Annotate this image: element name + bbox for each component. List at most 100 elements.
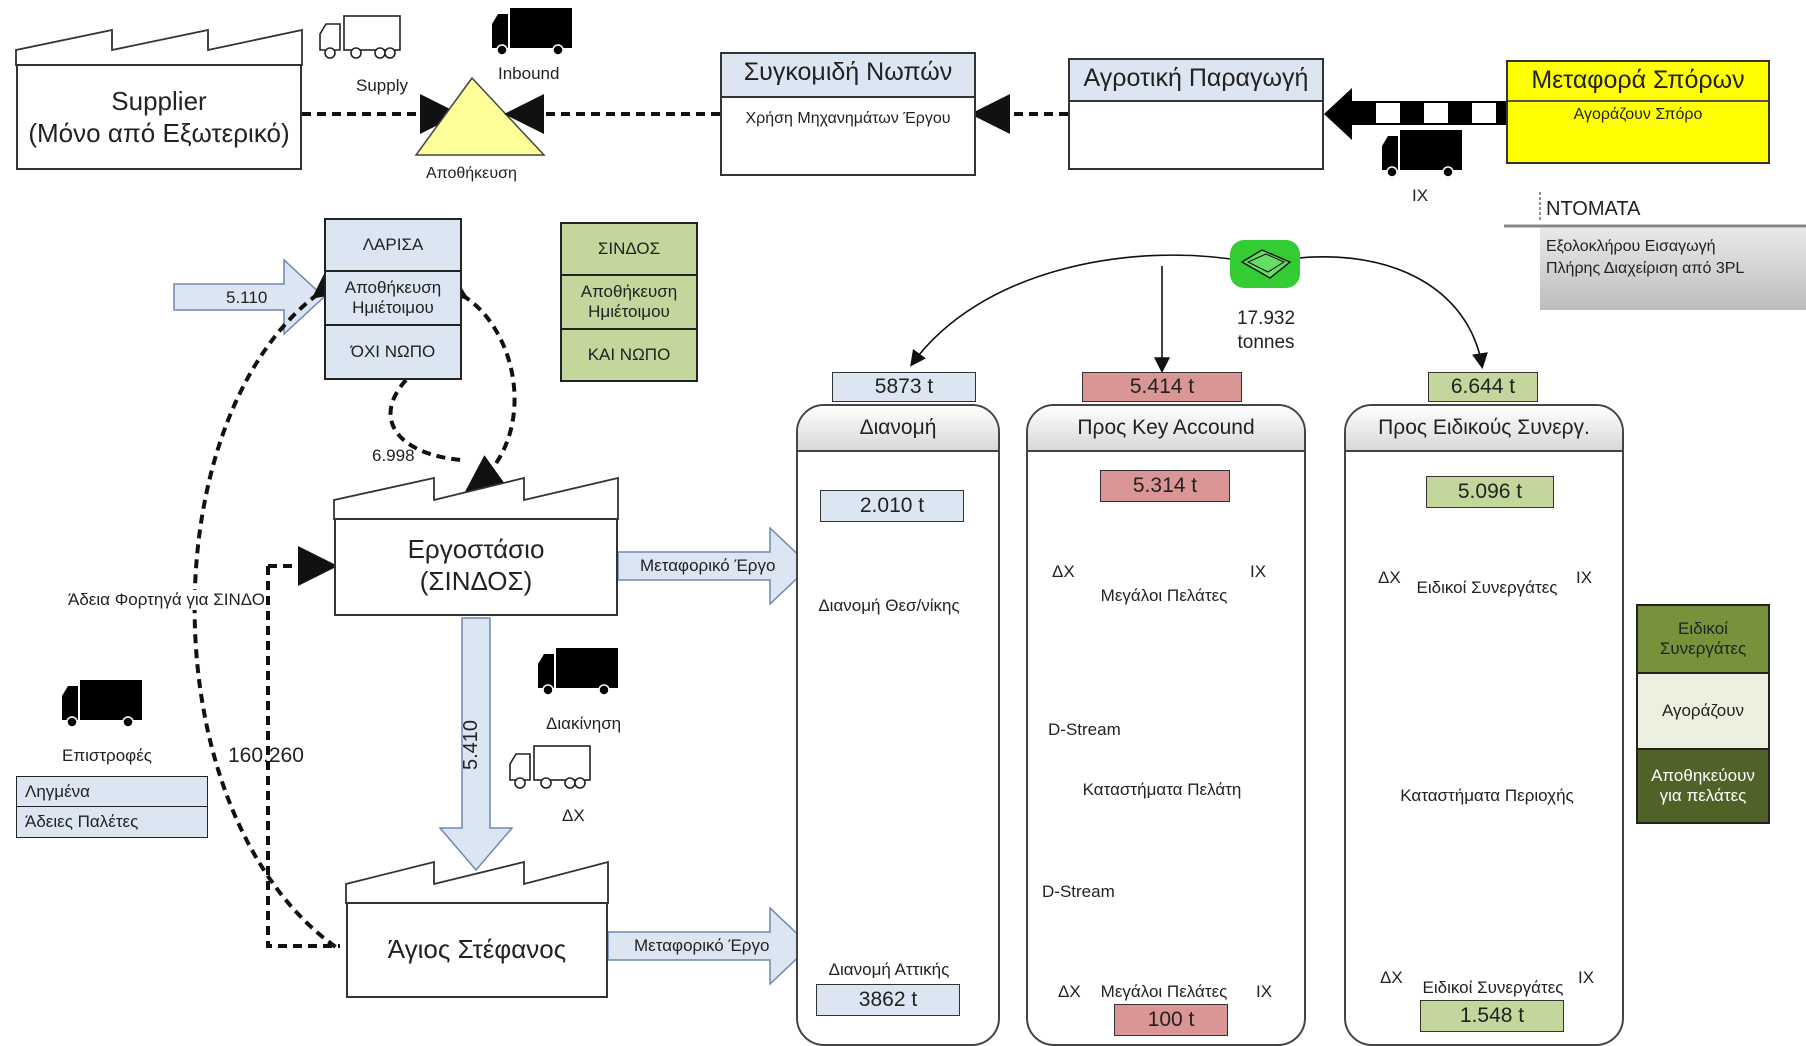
returns-label: Επιστροφές [62, 746, 152, 765]
key-dx-lower: ΔΧ [1058, 982, 1081, 1001]
special-stores-label: Καταστήματα Περιοχής [1400, 786, 1574, 805]
hub-arc-left [910, 254, 1251, 367]
factory-box [334, 518, 618, 616]
special-lower-amount: 1.548 t [1420, 1000, 1564, 1032]
factory-subtitle: (ΣΙΝΔΟΣ) [419, 566, 533, 596]
ix-top-label: ΙΧ [1412, 186, 1429, 205]
flow-160260-label: 160.260 [228, 744, 304, 767]
distribution-title: Διανομή [798, 406, 998, 452]
arrow-5110 [173, 258, 326, 336]
key-dstream-lower: D-Stream [1042, 882, 1115, 901]
seeds-subtitle: Αγοράζουν Σπόρο [1573, 106, 1703, 123]
key-dx-upper: ΔΧ [1052, 562, 1075, 581]
seeds-title: Μεταφορά Σπόρων [1531, 66, 1745, 94]
empty-trucks-path [266, 566, 340, 948]
empty-loads-label: Άδεια Φορτηγά για ΣΙΝΔΟ [68, 590, 265, 610]
curve-160260 [192, 258, 356, 952]
agios-transport-label: Μεταφορικό Έργο [634, 936, 770, 955]
storage-label-top: Αποθήκευση [426, 165, 517, 182]
inbound-label: Inbound [498, 64, 560, 83]
dx-left-label: ΔΧ [562, 806, 585, 825]
harvest-subtitle: Χρήση Μηχανημάτων Έργου [745, 110, 951, 127]
larisa-storage: Αποθήκευση Ημιέτοιμου [324, 270, 462, 326]
factory-roof [333, 476, 619, 520]
special-title: Προς Ειδικούς Συνεργ. [1346, 406, 1622, 452]
hub-icon [1230, 240, 1300, 288]
supply-label: Supply [356, 76, 408, 95]
attica-amount: 3862 t [816, 984, 960, 1016]
key-account-panel: Προς Key Accound [1026, 404, 1306, 1046]
empty-pallets-label: Άδειες Παλέτες [25, 812, 139, 831]
larisa-title: ΛΑΡΙΣΑ [324, 218, 462, 272]
factory-title: Εργοστάσιο [407, 534, 545, 564]
special-total: 6.644 t [1428, 372, 1538, 402]
agios-title: Άγιος Στέφανος [387, 934, 567, 964]
legend-buy: Αγοράζουν [1636, 672, 1770, 750]
agri-title: Αγροτική Παραγωγή [1083, 64, 1309, 92]
larisa-not-fresh: ΌΧΙ ΝΩΠΟ [324, 324, 462, 380]
expired-cell: Ληγμένα [16, 776, 208, 808]
seeds-arrow [1324, 88, 1509, 140]
agri-header [1070, 60, 1322, 102]
special-dx-upper: ΔΧ [1378, 568, 1401, 587]
harvest-title: Συγκομιδή Νωπών [743, 58, 953, 86]
supply-truck-icon [319, 15, 401, 59]
legend-partners: Ειδικοί Συνεργάτες [1636, 604, 1770, 674]
legend-store: Αποθηκεύουν για πελάτες [1636, 748, 1770, 824]
empty-pallets-cell: Άδειες Παλέτες [16, 806, 208, 838]
seeds-truck-icon [1381, 129, 1463, 178]
special-ix-upper: ΙΧ [1576, 568, 1593, 587]
thess-amount: 2.010 t [820, 490, 964, 522]
loop-larisa-factory-out [424, 261, 517, 495]
flow-6998-label: 6.998 [372, 446, 415, 465]
key-stores-label: Καταστήματα Πελάτη [1082, 780, 1242, 799]
inbound-truck-icon [491, 7, 573, 56]
sindos-storage: Αποθήκευση Ημιέτοιμου [560, 274, 698, 330]
key-dstream-upper: D-Stream [1048, 720, 1121, 739]
returns-truck-icon [61, 679, 143, 728]
tomato-title: ΝΤΟΜΑΤΑ [1546, 198, 1641, 220]
key-ix-lower: ΙΧ [1256, 982, 1273, 1001]
expired-label: Ληγμένα [25, 782, 91, 801]
factory-transport-label: Μεταφορικό Έργο [640, 556, 776, 575]
key-ix-upper: ΙΧ [1250, 562, 1267, 581]
arrow-5410 [438, 617, 514, 872]
handling-truck-icon [537, 647, 619, 696]
distribution-total: 5873 t [832, 372, 976, 402]
seeds-header-line [1508, 100, 1768, 102]
hub-unit: tonnes [1237, 332, 1295, 353]
flow-5410-label: 5.410 [460, 719, 482, 770]
key-total: 5.414 t [1082, 372, 1242, 402]
storage-triangle-top [414, 76, 546, 156]
seeds-box [1506, 60, 1770, 164]
tomato-line1: Εξολοκλήρου Εισαγωγή [1546, 238, 1716, 255]
supplier-factory-roof [15, 28, 303, 66]
key-big-clients-lower: Μεγάλοι Πελάτες [1100, 982, 1228, 1001]
special-dx-lower: ΔΧ [1380, 968, 1403, 987]
supplier-title: Supplier [111, 86, 207, 116]
key-account-title: Προς Key Accound [1028, 406, 1304, 452]
agios-roof [345, 860, 609, 904]
dx-truck-icon [509, 745, 591, 789]
key-big-clients-upper: Μεγάλοι Πελάτες [1100, 586, 1228, 605]
tomato-note-panel [1540, 228, 1806, 310]
tomato-line2: Πλήρης Διαχείριση από 3PL [1546, 260, 1745, 277]
special-upper-amount: 5.096 t [1426, 476, 1554, 508]
handling-label: Διακίνηση [546, 714, 622, 733]
sindos-title: ΣΙΝΔΟΣ [560, 222, 698, 276]
supplier-subtitle: (Μόνο από Εξωτερικό) [28, 118, 290, 148]
flow-5110-label: 5.110 [226, 288, 268, 307]
supplier-box [16, 64, 302, 170]
thess-label: Διανομή Θεσ/νίκης [818, 596, 960, 615]
special-partners-upper: Ειδικοί Συνεργάτες [1416, 578, 1558, 597]
key-upper-amount: 5.314 t [1100, 470, 1230, 502]
loop-larisa-factory-in [388, 378, 463, 462]
harvest-header [722, 54, 974, 98]
arrow-agios-distribution [607, 906, 812, 986]
special-panel: Προς Ειδικούς Συνεργ. [1344, 404, 1624, 1046]
special-partners-lower: Ειδικοί Συνεργάτες [1422, 978, 1564, 997]
special-ix-lower: ΙΧ [1578, 968, 1595, 987]
hub-arc-right [1267, 255, 1488, 370]
key-lower-amount: 100 t [1114, 1004, 1228, 1036]
arrow-factory-distribution [617, 526, 812, 606]
